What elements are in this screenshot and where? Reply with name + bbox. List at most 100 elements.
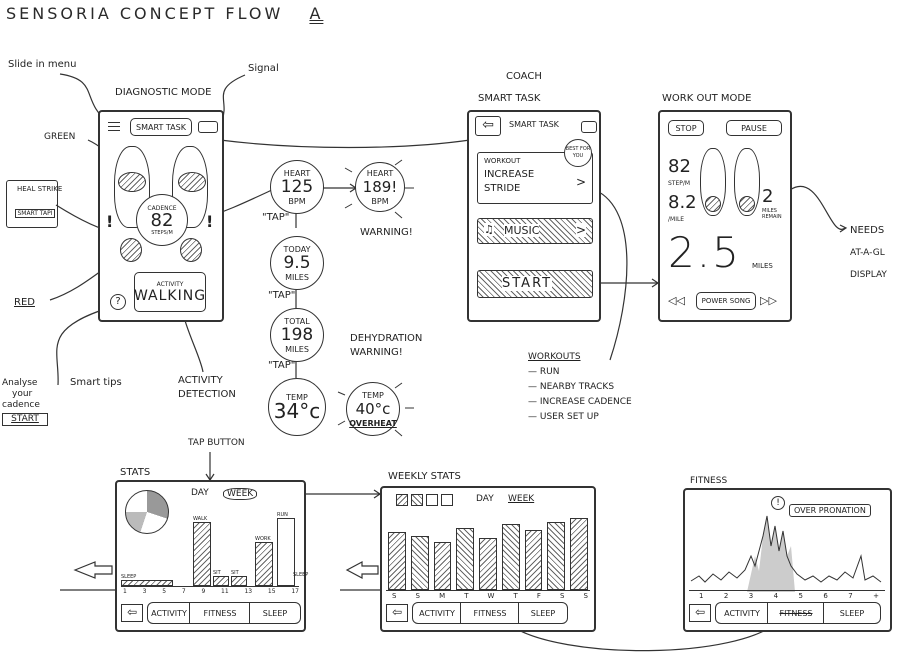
workout-card[interactable]: WORKOUT INCREASE STRIDE BEST FOR YOU > — [477, 152, 593, 204]
warning-right-icon: ! — [206, 212, 213, 231]
day-tab[interactable]: DAY — [476, 494, 494, 504]
tab-fitness[interactable]: FITNESS — [460, 602, 520, 624]
x-tick: 5 — [799, 592, 803, 600]
steps-unit: STEP/M — [668, 180, 690, 187]
x-tick: 9 — [201, 588, 205, 595]
back-arrow-icon[interactable]: ⇦ — [689, 604, 711, 622]
workout-mode-label: WORK OUT MODE — [662, 92, 751, 106]
title-text: SENSORIA CONCEPT FLOW — [6, 4, 283, 23]
remain-value: 2 — [762, 186, 773, 207]
analyse-start-button[interactable]: START — [2, 413, 48, 426]
tab-activity[interactable]: ACTIVITY — [412, 602, 462, 624]
smart-tips-note: Smart tips — [70, 376, 122, 390]
right-foot-red-zone — [180, 238, 202, 262]
day-label: S — [392, 592, 396, 600]
bar — [213, 576, 229, 586]
bar — [411, 536, 429, 590]
smart-task-button[interactable]: SMART TASK — [130, 118, 192, 136]
activity-button[interactable]: ACTIVITY WALKING — [134, 272, 206, 312]
today-bubble-value: 9.5 — [283, 254, 310, 273]
at-a-glance-line: AT-A-GL — [850, 242, 887, 264]
tab-fitness[interactable]: FITNESS — [767, 602, 825, 624]
activity-detection-line2: DETECTION — [178, 388, 236, 402]
red-note: RED — [14, 296, 35, 310]
week-tab[interactable]: WEEK — [508, 494, 534, 504]
back-arrow-icon[interactable]: ⇦ — [386, 604, 408, 622]
x-tick: 1 — [699, 592, 703, 600]
right-foot-zone — [739, 196, 755, 212]
x-tick: 1 — [123, 588, 127, 595]
today-bubble-unit: MILES — [285, 273, 309, 282]
total-bubble-value: 198 — [281, 326, 313, 345]
rewind-icon[interactable]: ◁◁ — [668, 294, 685, 307]
bar — [231, 576, 247, 586]
steps-value: 82 — [668, 156, 691, 177]
tab-activity[interactable]: ACTIVITY — [147, 602, 191, 624]
pause-button[interactable]: PAUSE — [726, 120, 782, 136]
heart-warning-note: WARNING! — [360, 226, 413, 240]
dehydration-line: DEHYDRATION — [350, 332, 422, 346]
workout-label: WORKOUT — [484, 157, 520, 165]
start-label: START — [502, 276, 552, 291]
temp-warning-bubble: TEMP 40°c OVERHEAT — [346, 382, 400, 436]
today-bubble[interactable]: TODAY 9.5 MILES — [270, 236, 324, 290]
hamburger-icon[interactable] — [108, 122, 120, 131]
cadence-unit: STEPS/M — [151, 230, 173, 236]
heal-strike-button[interactable]: SMART TAPI — [15, 209, 55, 218]
analyse-line3: cadence — [2, 400, 58, 411]
bar — [434, 542, 452, 590]
x-axis — [121, 586, 299, 587]
temp-warning-unit: OVERHEAT — [349, 419, 397, 428]
left-foot-green-zone — [118, 172, 146, 192]
bar — [502, 524, 520, 590]
needs-note: NEEDS AT-A-GL DISPLAY — [850, 220, 887, 286]
tab-sleep[interactable]: SLEEP — [823, 602, 881, 624]
start-button[interactable]: START — [477, 270, 593, 298]
day-tab[interactable]: DAY — [191, 488, 209, 498]
x-tick: 7 — [182, 588, 186, 595]
x-tick: 11 — [221, 588, 229, 595]
x-axis — [689, 590, 885, 591]
back-arrow-icon[interactable]: ⇦ — [475, 116, 501, 136]
pace-unit: /MILE — [668, 216, 684, 223]
day-label: T — [514, 592, 518, 600]
x-tick: 2 — [724, 592, 728, 600]
diagnostic-mode-label: DIAGNOSTIC MODE — [115, 86, 212, 100]
tab-sleep[interactable]: SLEEP — [249, 602, 301, 624]
bar — [570, 518, 588, 590]
workout-item[interactable]: — NEARBY TRACKS — [528, 380, 632, 395]
chevron-right-icon: > — [576, 223, 586, 237]
workout-item-label: USER SET UP — [540, 412, 599, 422]
heart-warning-value: 189! — [363, 178, 398, 197]
help-icon[interactable]: ? — [110, 294, 126, 310]
heart-warning-unit: BPM — [371, 197, 388, 206]
workout-item[interactable]: — INCREASE CADENCE — [528, 395, 632, 410]
signal-icon — [581, 121, 597, 133]
temp-bubble[interactable]: TEMP 34°c — [268, 378, 326, 436]
right-foot-green-zone — [178, 172, 206, 192]
bar — [255, 542, 273, 586]
left-foot-red-zone — [120, 238, 142, 262]
weekly-stats-screen: DAY WEEK S S M T W T F S S ⇦ ACTIVITY FI… — [380, 486, 596, 632]
display-line: DISPLAY — [850, 264, 887, 286]
tab-sleep[interactable]: SLEEP — [518, 602, 568, 624]
week-tab[interactable]: WEEK — [223, 488, 257, 500]
tab-activity[interactable]: ACTIVITY — [715, 602, 769, 624]
day-label: S — [584, 592, 588, 600]
workout-item[interactable]: — USER SET UP — [528, 410, 632, 425]
stop-button[interactable]: STOP — [668, 120, 704, 136]
back-arrow-icon[interactable]: ⇦ — [121, 604, 143, 622]
x-tick: 5 — [162, 588, 166, 595]
total-bubble[interactable]: TOTAL 198 MILES — [270, 308, 324, 362]
tab-fitness[interactable]: FITNESS — [189, 602, 251, 624]
needs-line: NEEDS — [850, 220, 887, 242]
music-row[interactable]: ♫ MUSIC > — [477, 218, 593, 244]
tap-label-2: "TAP" — [268, 290, 295, 301]
workout-item[interactable]: — RUN — [528, 365, 632, 380]
chevron-right-icon: > — [576, 175, 586, 189]
tap-label-1: "TAP" — [262, 212, 289, 223]
coach-screen: ⇦ SMART TASK WORKOUT INCREASE STRIDE BES… — [467, 110, 601, 322]
heart-bubble[interactable]: HEART 125 BPM — [270, 160, 324, 214]
power-song-button[interactable]: POWER SONG — [696, 292, 756, 310]
fast-forward-icon[interactable]: ▷▷ — [760, 294, 777, 307]
